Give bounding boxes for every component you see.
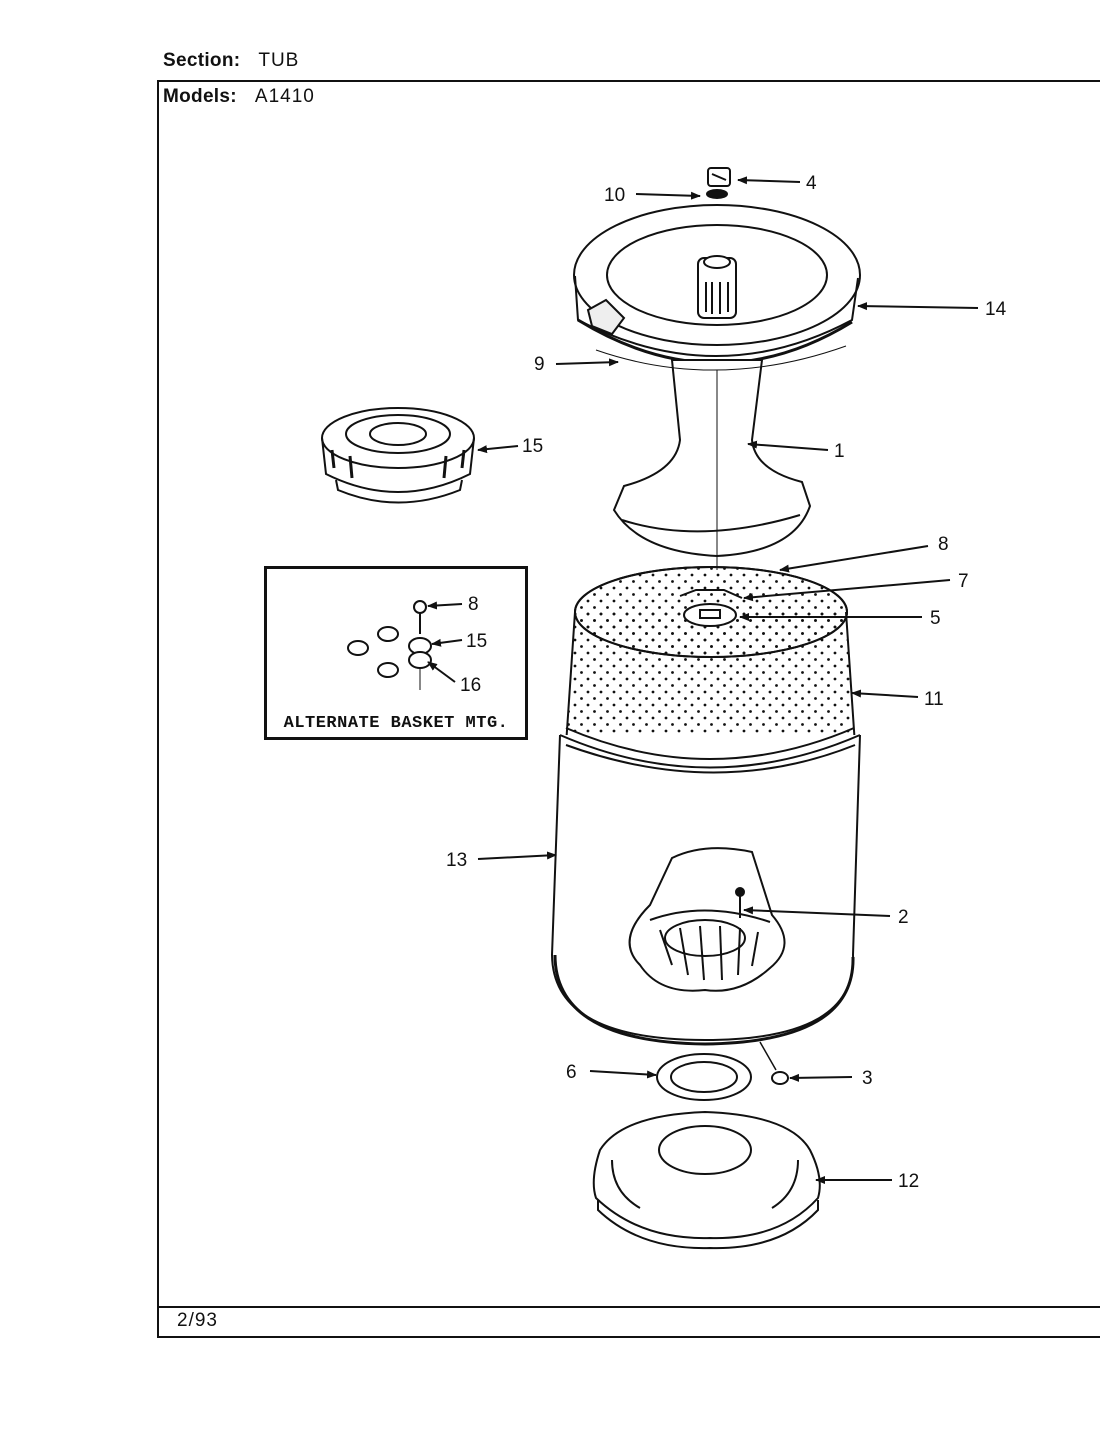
base-plate-part	[592, 1110, 821, 1250]
section-header: Section: TUB	[163, 50, 299, 72]
alternate-mount-parts	[347, 600, 432, 690]
drain-bolt-part	[759, 1041, 789, 1085]
callout-9: 9	[534, 354, 545, 375]
callout-7: 7	[958, 571, 969, 592]
inset-caption: ALTERNATE BASKET MTG.	[283, 714, 509, 733]
callout-15: 15	[522, 436, 543, 457]
callout-14: 14	[985, 299, 1007, 320]
callout-1: 1	[834, 441, 845, 462]
tub-gasket-part	[656, 1053, 752, 1101]
revision-date: 2/93	[177, 1310, 218, 1331]
ring-seal-part	[595, 345, 847, 371]
models-header: Models: A1410	[163, 86, 315, 108]
callout-2: 2	[898, 907, 909, 928]
inset-callout-8: 8	[468, 594, 479, 615]
inset-callout-15: 15	[466, 631, 487, 652]
cap-nut-part	[706, 167, 731, 199]
agitator-shaft-part	[612, 359, 812, 570]
balance-ring-part	[573, 204, 861, 365]
section-value: TUB	[258, 50, 300, 71]
footer-rule	[157, 1306, 1100, 1308]
spin-basket-part	[564, 566, 857, 774]
callout-13: 13	[446, 850, 467, 871]
outer-tub-part	[550, 727, 861, 1046]
inset-callout-16: 16	[460, 675, 481, 696]
callout-12: 12	[898, 1171, 919, 1192]
alternate-basket-inset: ALTERNATE BASKET MTG.	[264, 566, 528, 740]
leader-lines	[427, 176, 979, 1184]
callout-3: 3	[862, 1068, 873, 1089]
basket-mount-part	[321, 407, 475, 504]
models-value: A1410	[254, 86, 315, 107]
section-label: Section:	[163, 50, 241, 71]
callout-5: 5	[930, 608, 941, 629]
diagram-frame	[157, 80, 1100, 1338]
callout-11: 11	[924, 689, 944, 710]
models-label: Models:	[163, 86, 237, 107]
callout-10: 10	[604, 185, 625, 206]
callout-8: 8	[938, 534, 949, 555]
callout-6: 6	[566, 1062, 577, 1083]
callout-4: 4	[806, 173, 817, 194]
